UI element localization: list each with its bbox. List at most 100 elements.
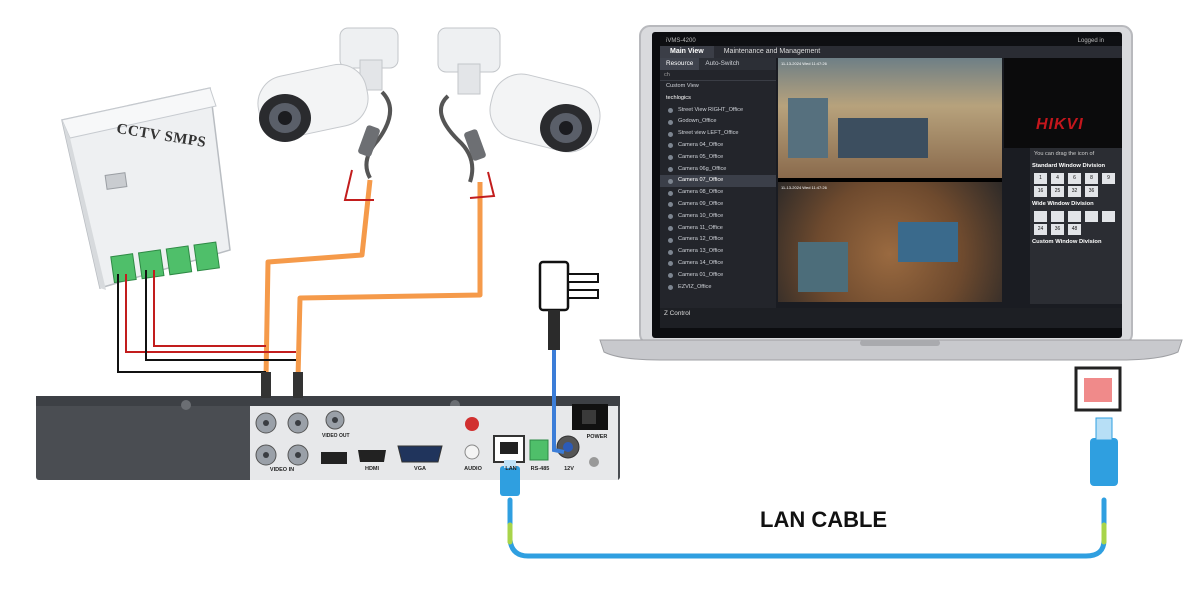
cctv-smps xyxy=(61,87,231,290)
smps-power-wires xyxy=(117,270,296,373)
division-button[interactable] xyxy=(1051,211,1064,222)
camera-item[interactable]: EZVIZ_Office xyxy=(660,282,776,294)
division-button[interactable]: 16 xyxy=(1034,186,1047,197)
tab-main-view[interactable]: Main View xyxy=(660,46,714,58)
tab-maintenance[interactable]: Maintenance and Management xyxy=(723,48,821,55)
division-button[interactable] xyxy=(1085,211,1098,222)
camera-icon xyxy=(668,190,673,196)
camera-name: Godown_Office xyxy=(678,118,717,125)
camera-name: Camera 12_Office xyxy=(678,236,724,243)
tab-resource[interactable]: Resource xyxy=(660,58,700,70)
label-lan: LAN xyxy=(505,466,517,472)
camera-item[interactable]: Camera 07_Office xyxy=(660,175,776,188)
lan-cable xyxy=(507,497,1107,559)
camera-icon xyxy=(668,178,673,184)
camera-power-leads xyxy=(343,169,496,201)
camera-item[interactable]: Camera 01_Office xyxy=(660,270,776,282)
division-button[interactable] xyxy=(1068,211,1081,222)
label-vga: VGA xyxy=(414,466,426,472)
camera-name: Camera 04_Office xyxy=(678,141,724,148)
group-node[interactable]: techlogics xyxy=(666,94,691,101)
app-titlebar: iVMS-4200 Logged in xyxy=(660,36,1122,46)
camera-name: Camera 05_Office xyxy=(678,153,724,160)
resource-panel: Resource Auto-Switch ch Custom View tech… xyxy=(660,58,776,308)
division-button[interactable]: 8 xyxy=(1085,173,1098,184)
live-video-grid: 11-13-2024 Wed 11:47:26 11-13-2024 Wed 1… xyxy=(778,58,1002,302)
division-button[interactable] xyxy=(1034,211,1047,222)
smps-title: CCTV SMPS xyxy=(115,121,208,151)
camera-item[interactable]: Street View RIGHT_Office xyxy=(660,105,776,117)
division-button[interactable]: 32 xyxy=(1068,186,1081,197)
division-hint: You can drag the icon of xyxy=(1034,151,1095,157)
camera-item[interactable]: Camera 11_Office xyxy=(660,223,776,235)
camera-name: Camera 06g_Office xyxy=(678,165,727,172)
camera-icon xyxy=(668,226,673,232)
camera-icon xyxy=(668,249,673,255)
camera-item[interactable]: Camera 08_Office xyxy=(660,187,776,199)
camera-name: Camera 10_Office xyxy=(678,212,724,219)
camera-name: Camera 07_Office xyxy=(678,177,724,184)
label-rs485: RS-485 xyxy=(530,466,550,472)
camera-name: Street view LEFT_Office xyxy=(678,130,739,137)
custom-view-node[interactable]: Custom View xyxy=(666,83,699,89)
resource-search[interactable]: ch xyxy=(660,70,776,81)
main-tabs: Main View Maintenance and Management xyxy=(660,46,1122,58)
division-button[interactable]: 36 xyxy=(1085,186,1098,197)
ptz-control-label[interactable]: Z Control xyxy=(664,310,691,317)
division-button[interactable]: 48 xyxy=(1068,224,1081,235)
camera-icon xyxy=(668,167,673,173)
division-button[interactable]: 36 xyxy=(1051,224,1064,235)
app-title: iVMS-4200 xyxy=(666,38,696,44)
power-adapter xyxy=(538,260,599,454)
standard-division-title: Standard Window Division xyxy=(1032,163,1106,169)
camera-name: Camera 11_Office xyxy=(678,224,723,231)
smps-box: CCTV SMPS xyxy=(62,88,227,288)
camera-item[interactable]: Camera 14_Office xyxy=(660,258,776,270)
dvr-recorder xyxy=(36,372,620,480)
camera-icon xyxy=(668,202,673,208)
camera-item[interactable]: Camera 10_Office xyxy=(660,211,776,223)
brand-logo: HIKVI xyxy=(1036,116,1084,133)
video-tile-1[interactable]: 11-13-2024 Wed 11:47:26 xyxy=(778,58,1002,178)
login-status[interactable]: Logged in xyxy=(1077,38,1104,44)
tab-auto-switch[interactable]: Auto-Switch xyxy=(705,60,740,67)
camera-name: Camera 14_Office xyxy=(678,259,724,266)
cctv-camera-right xyxy=(437,27,601,183)
division-button[interactable]: 4 xyxy=(1051,173,1064,184)
laptop-screen: iVMS-4200 Logged in Main View Maintenanc… xyxy=(660,36,1122,328)
camera-icon xyxy=(668,237,673,243)
brand-tile: HIKVI xyxy=(1004,58,1122,148)
division-button[interactable]: 1 xyxy=(1034,173,1047,184)
resource-subtabs: Resource Auto-Switch xyxy=(660,58,776,70)
camera-item[interactable]: Camera 06g_Office xyxy=(660,164,776,176)
camera-icon xyxy=(668,155,673,161)
camera-icon xyxy=(668,273,673,279)
division-button[interactable]: 6 xyxy=(1068,173,1081,184)
camera-item[interactable]: Camera 04_Office xyxy=(660,140,776,152)
camera-name: Street View RIGHT_Office xyxy=(678,106,744,113)
video-tile-2[interactable]: 11-13-2024 Wed 11:47:26 xyxy=(778,182,1002,302)
camera-name: Camera 09_Office xyxy=(678,200,724,207)
division-button[interactable] xyxy=(1102,211,1115,222)
camera-item[interactable]: Street view LEFT_Office xyxy=(660,128,776,140)
division-button[interactable]: 9 xyxy=(1102,173,1115,184)
camera-item[interactable]: Camera 05_Office xyxy=(660,152,776,164)
label-power: POWER xyxy=(586,434,608,440)
lan-cable-label: LAN CABLE xyxy=(760,507,888,532)
camera-name: Camera 01_Office xyxy=(678,271,724,278)
custom-division-title: Custom Window Division xyxy=(1032,239,1102,245)
division-button[interactable]: 24 xyxy=(1034,224,1047,235)
camera-icon xyxy=(668,108,673,114)
camera-name: Camera 13_Office xyxy=(678,248,724,255)
label-video-out: VIDEO OUT xyxy=(322,433,350,439)
division-button[interactable]: 25 xyxy=(1051,186,1064,197)
camera-name: EZVIZ_Office xyxy=(678,283,712,290)
camera-item[interactable]: Godown_Office xyxy=(660,116,776,128)
camera-item[interactable]: Camera 13_Office xyxy=(660,246,776,258)
camera-item[interactable]: Camera 12_Office xyxy=(660,234,776,246)
window-division-panel: You can drag the icon of Standard Window… xyxy=(1030,148,1122,304)
camera-item[interactable]: Camera 09_Office xyxy=(660,199,776,211)
